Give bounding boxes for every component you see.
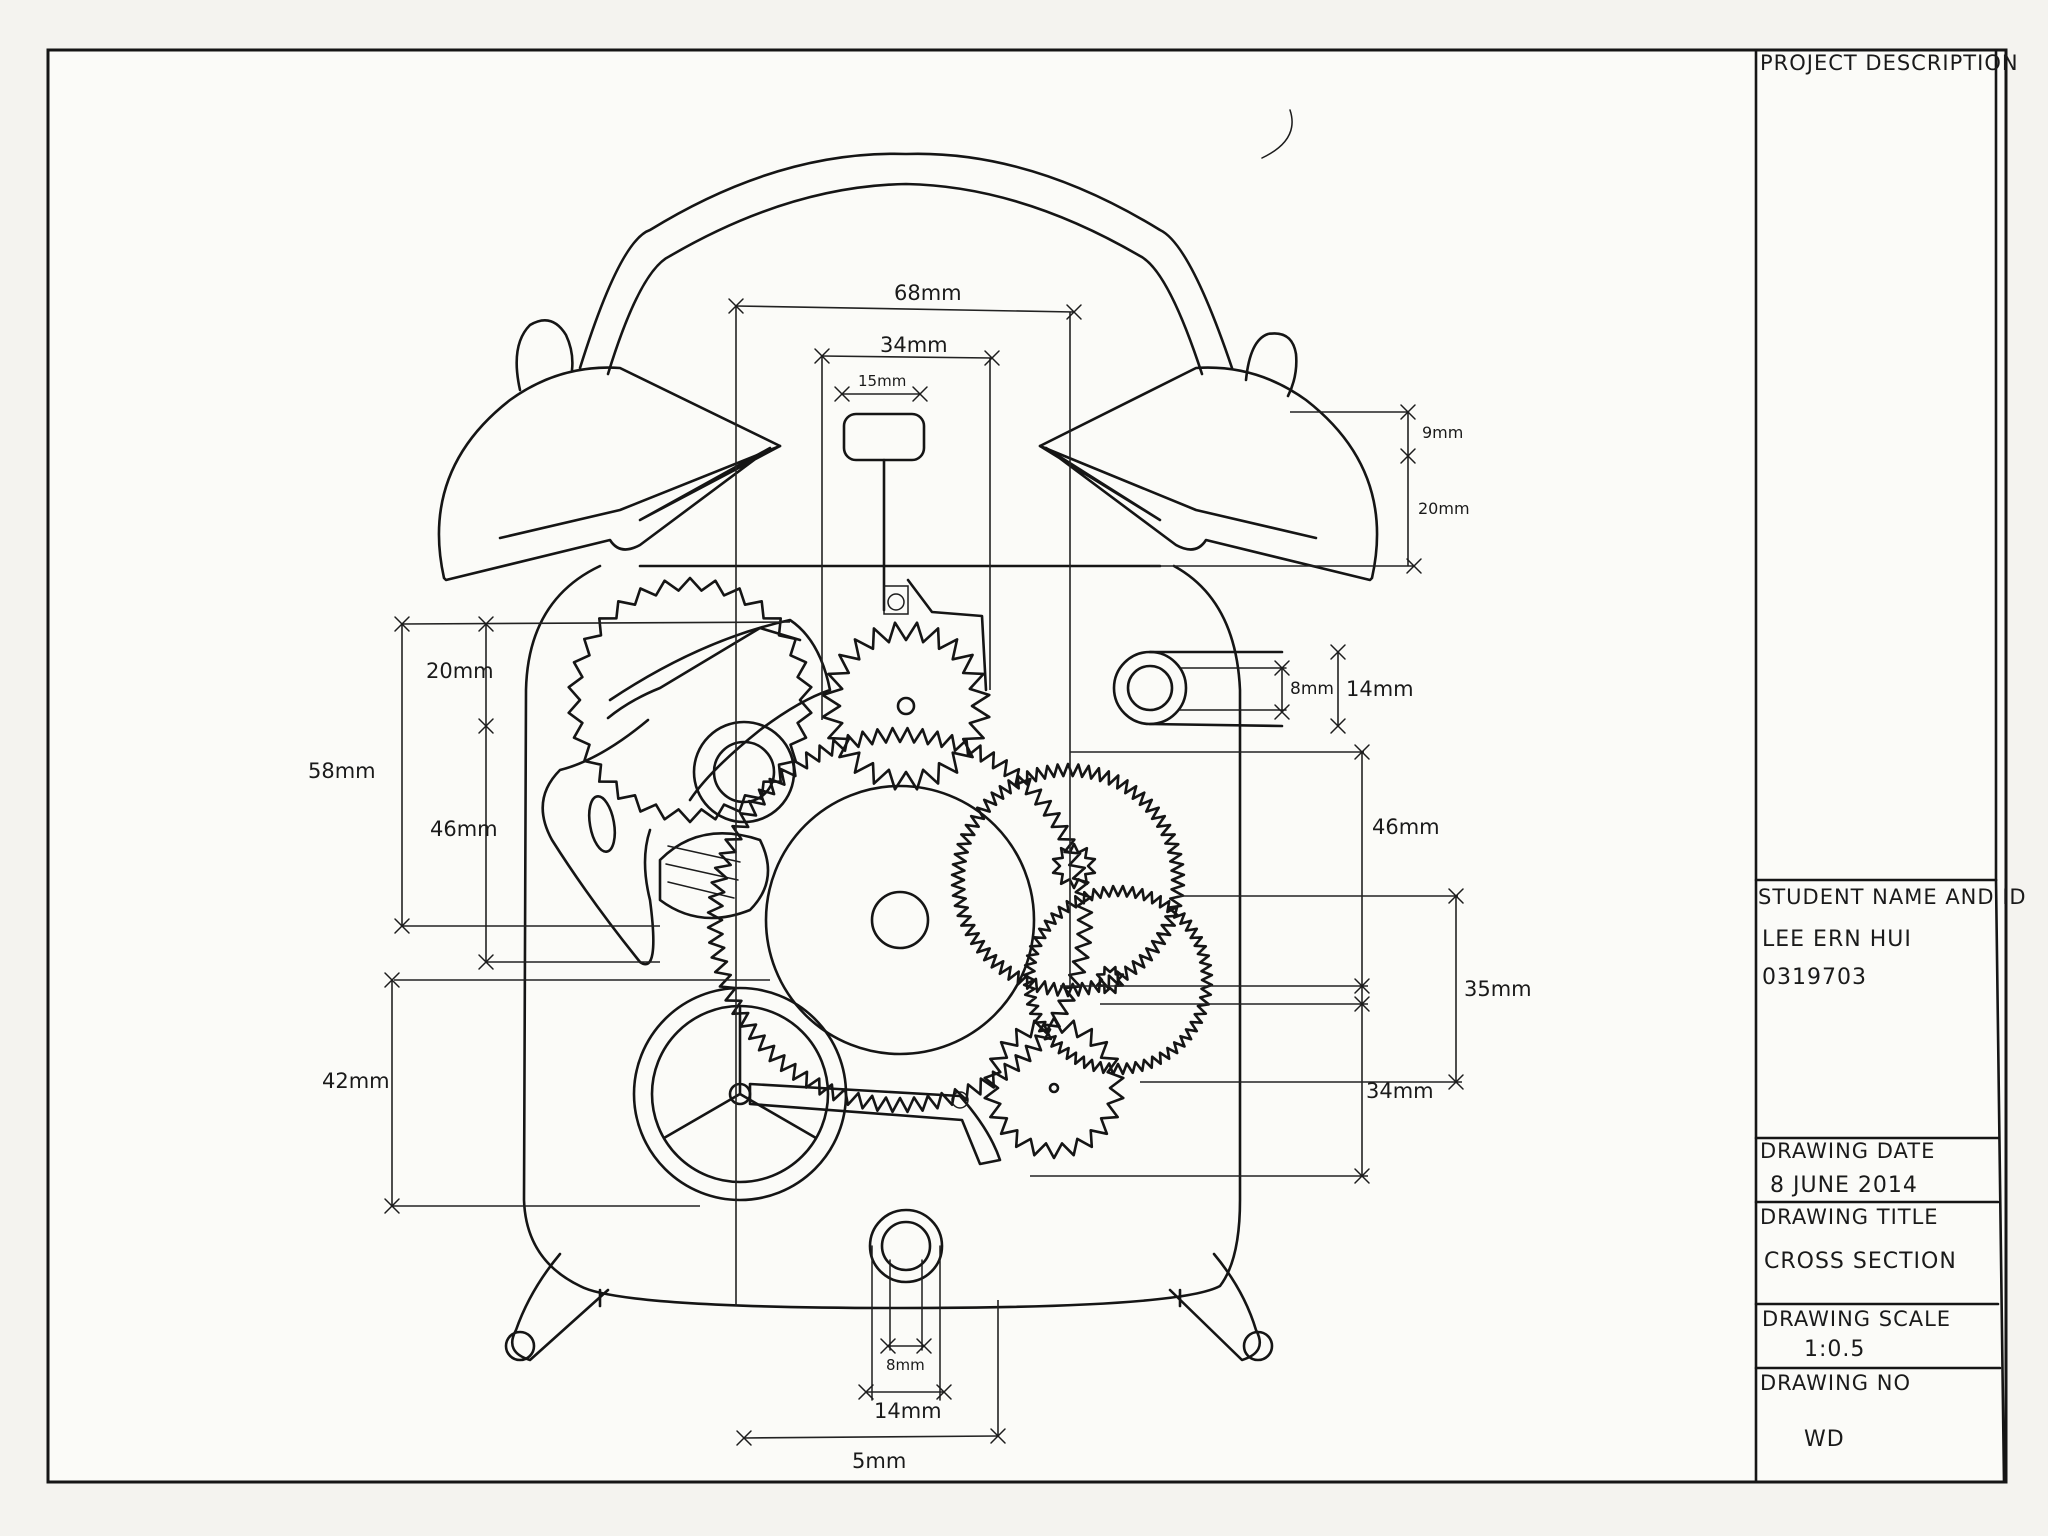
dimension-tick: [1066, 304, 1082, 320]
dim-left-total: 58mm: [308, 759, 376, 783]
drawing-scale-label: DRAWING SCALE: [1762, 1307, 1951, 1331]
clock-outline: [437, 152, 1379, 1401]
dimension-tick: [736, 1430, 752, 1446]
drawing-date-label: DRAWING DATE: [1760, 1139, 1935, 1163]
sheet-border: [46, 48, 2008, 1484]
dimension-tick: [728, 298, 744, 314]
dimension-tick: [1330, 644, 1346, 660]
drawing-number-value: WD: [1804, 1427, 1845, 1452]
dimension-tick: [1330, 718, 1346, 734]
side-knob: [1112, 650, 1287, 728]
main-gear-disc: [764, 784, 1036, 1056]
dimensions: 68mm 34mm 15mm 9mm 20mm 8mm 14mm 20mm 58…: [308, 281, 1532, 1473]
dimension-tick: [384, 1198, 400, 1214]
dimension-tick: [936, 1384, 952, 1400]
stray-mark: [1261, 109, 1293, 159]
main-gear-hub: [870, 890, 930, 950]
dimension-tick: [384, 972, 400, 988]
dimension-tick: [880, 1338, 896, 1354]
lower-right-gear: [1022, 884, 1214, 1076]
right-gear: [950, 762, 1186, 998]
project-description-label: PROJECT DESCRIPTION: [1760, 51, 2019, 75]
right-bell-knob: [1244, 332, 1298, 398]
dim-bottom-span: 5mm: [852, 1449, 906, 1473]
title-block: PROJECT DESCRIPTION STUDENT NAME AND ID …: [1754, 48, 2027, 1484]
dim-left-middle: 46mm: [430, 817, 498, 841]
small-pinion: [1051, 842, 1097, 890]
left-leg: [511, 1252, 610, 1362]
dimension-tick: [814, 348, 830, 364]
dimension-tick: [1400, 404, 1416, 420]
upper-gear: [821, 621, 991, 791]
drawing-scale-value: 1:0.5: [1804, 1337, 1865, 1362]
dimension-ticks: [384, 298, 1464, 1446]
dim-right-upper: 46mm: [1372, 815, 1440, 839]
upper-gear-hub: [896, 696, 916, 716]
left-bell: [437, 366, 782, 582]
dim-knob-inner: 8mm: [1290, 679, 1334, 699]
dim-left-lower: 42mm: [322, 1069, 390, 1093]
dimension-tick: [478, 616, 494, 632]
dim-overall-width: 68mm: [894, 281, 962, 305]
dimension-tick: [916, 1338, 932, 1354]
escape-arc: [567, 576, 813, 824]
right-bell: [1038, 366, 1379, 582]
dim-hammer-width: 15mm: [858, 372, 906, 390]
drawing-title-value: CROSS SECTION: [1764, 1249, 1957, 1274]
gear-train: [567, 576, 1214, 1160]
tiny-pinion: [1095, 965, 1125, 995]
dimension-tick: [990, 1428, 1006, 1444]
dimension-tick: [1400, 448, 1416, 464]
ratchet-hub: [1048, 1082, 1060, 1094]
dim-inner-width: 34mm: [880, 333, 948, 357]
dimension-tick: [1354, 1168, 1370, 1184]
dimension-tick: [394, 616, 410, 632]
dimension-tick: [1354, 996, 1370, 1012]
clock-body: [522, 564, 1242, 1310]
drawing-title-label: DRAWING TITLE: [1760, 1205, 1939, 1229]
dimension-tick: [478, 718, 494, 734]
dim-bell-top: 9mm: [1422, 423, 1463, 442]
student-name: LEE ERN HUI: [1762, 927, 1912, 952]
dimension-tick: [1354, 978, 1370, 994]
dim-right-middle: 35mm: [1464, 977, 1532, 1001]
dimension-tick: [984, 350, 1000, 366]
dimension-tick: [1448, 888, 1464, 904]
hammer-pivot: [883, 585, 909, 615]
dim-bottom-inner: 8mm: [886, 1356, 925, 1374]
drawing-number-label: DRAWING NO: [1760, 1371, 1911, 1395]
winding-post: [868, 1208, 944, 1401]
dimension-tick: [1274, 704, 1290, 720]
dim-bottom-outer: 14mm: [874, 1399, 942, 1423]
dim-knob-outer: 14mm: [1346, 677, 1414, 701]
right-leg: [1168, 1252, 1261, 1362]
student-label: STUDENT NAME AND ID: [1758, 885, 2027, 909]
dim-right-lower: 34mm: [1366, 1079, 1434, 1103]
ratchet-wheel: [983, 1016, 1125, 1160]
dimension-tick: [1274, 660, 1290, 676]
dim-bell-height: 20mm: [1418, 499, 1470, 518]
dimension-tick: [1406, 558, 1422, 574]
main-gear: [706, 726, 1094, 1114]
drawing-date-value: 8 JUNE 2014: [1770, 1173, 1918, 1198]
dimension-tick: [858, 1384, 874, 1400]
dim-left-upper: 20mm: [426, 659, 494, 683]
dimension-tick: [1448, 1074, 1464, 1090]
dimension-tick: [1354, 744, 1370, 760]
dimension-tick: [912, 386, 928, 402]
clock-handle: [578, 152, 1234, 370]
dimension-tick: [394, 918, 410, 934]
student-id: 0319703: [1762, 965, 1867, 990]
dimension-tick: [834, 386, 850, 402]
dimension-tick: [478, 954, 494, 970]
left-bell-knob: [515, 319, 574, 392]
